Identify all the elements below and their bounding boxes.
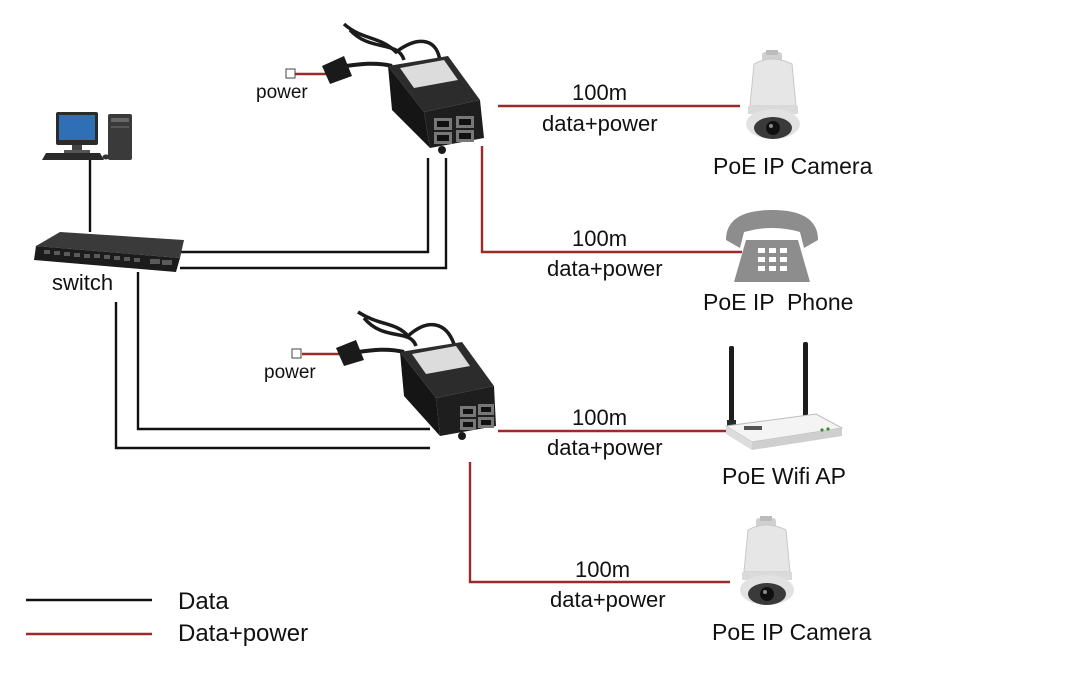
poe-injector-1	[285, 22, 484, 154]
poe-line-phone	[480, 146, 742, 254]
switch-label: switch	[52, 270, 114, 295]
computer-icon	[42, 112, 132, 160]
injector-1-power-label: power	[256, 82, 308, 103]
link-4-distance: 100m	[575, 557, 631, 582]
data-line-switch-injector2-b	[114, 302, 430, 450]
data-line-switch-injector2-a	[136, 272, 430, 431]
link-2-distance: 100m	[572, 226, 628, 251]
wifi-router-icon	[724, 342, 844, 450]
link-3-distance: 100m	[572, 405, 628, 430]
poe-injector-2	[291, 310, 496, 440]
device-phone-label: PoE IP Phone	[703, 289, 854, 315]
device-camera-1-label: PoE IP Camera	[713, 153, 873, 179]
poe-line-camera-2	[468, 462, 730, 584]
plug-icon	[336, 340, 364, 366]
link-4-carries: data+power	[550, 587, 666, 612]
data-line-switch-injector1-b	[180, 158, 448, 270]
injector-2-power-label: power	[264, 362, 316, 383]
legend-data-label: Data	[178, 588, 229, 615]
ptz-camera-icon	[746, 50, 800, 139]
data-line-switch-injector1-a	[180, 158, 430, 254]
link-1-distance: 100m	[572, 80, 628, 105]
ptz-camera-icon	[740, 516, 794, 605]
link-2-carries: data+power	[547, 256, 663, 281]
link-1-carries: data+power	[542, 111, 658, 136]
link-3-carries: data+power	[547, 435, 663, 460]
plug-icon	[322, 56, 352, 84]
power-cables	[294, 72, 742, 584]
legend-data-power-label: Data+power	[178, 620, 309, 647]
telephone-icon	[726, 210, 818, 282]
device-camera-2-label: PoE IP Camera	[712, 619, 872, 645]
data-cables	[88, 158, 448, 450]
switch-icon	[34, 232, 184, 272]
device-wifi-ap-label: PoE Wifi AP	[722, 463, 846, 489]
